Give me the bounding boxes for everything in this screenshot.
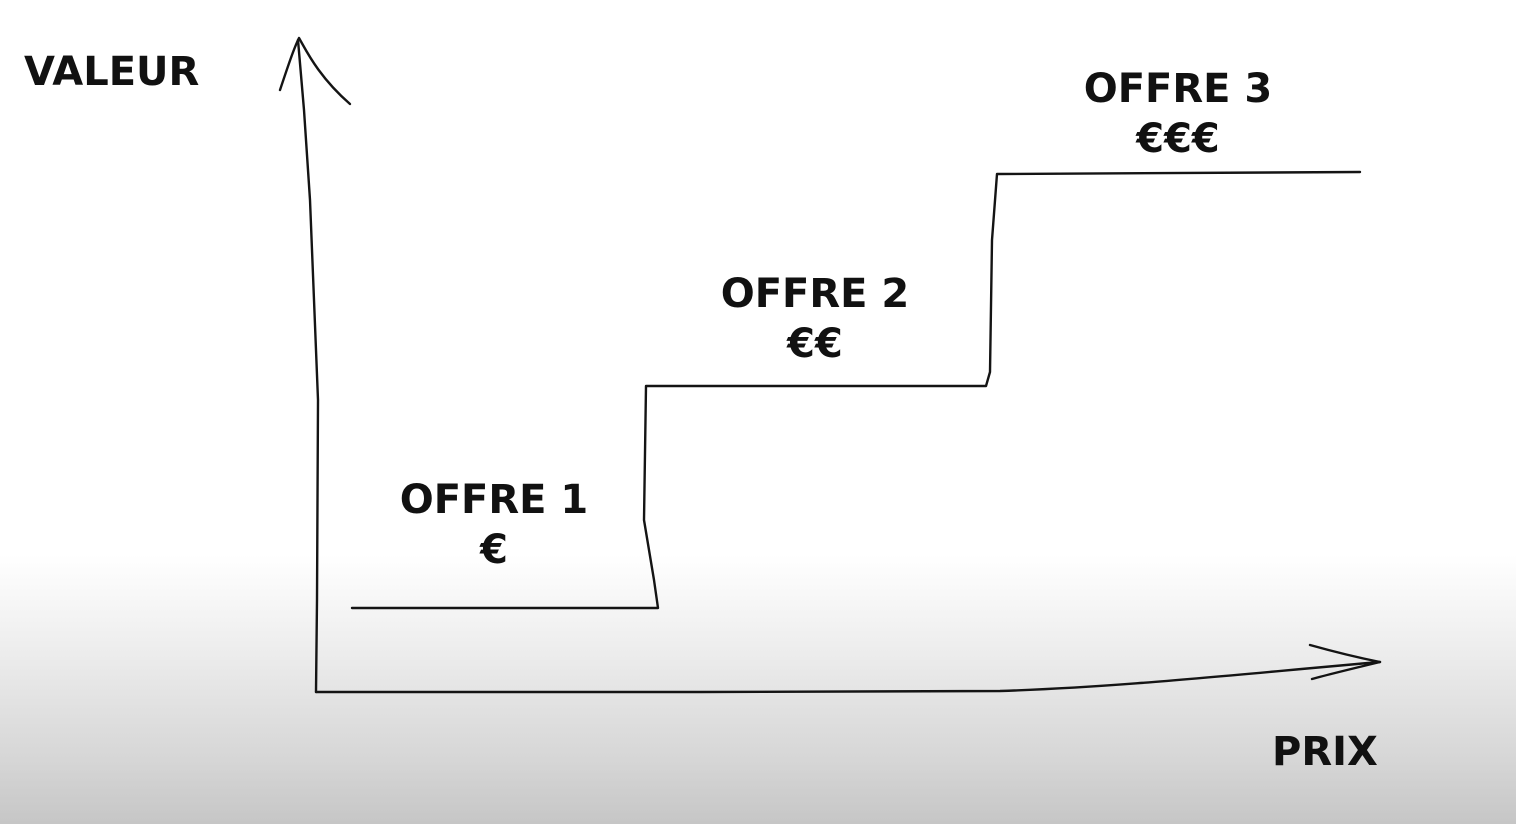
value-staircase-line (350, 170, 1362, 610)
y-axis-line (296, 38, 320, 694)
offer-1-price: € (480, 527, 508, 573)
offer-3-name: OFFRE 3 (1083, 66, 1273, 112)
offer-2-label: OFFRE 2 €€ (685, 274, 945, 364)
offer-1-name: OFFRE 1 (399, 477, 589, 523)
x-axis-label: PRIX (1272, 729, 1378, 775)
y-axis-arrowhead (278, 36, 352, 106)
y-axis-label: VALEUR (24, 49, 200, 95)
offer-2-name: OFFRE 2 (720, 271, 910, 317)
offer-1-label: OFFRE 1 € (364, 480, 624, 570)
offer-2-price: €€ (787, 321, 843, 367)
offer-3-label: OFFRE 3 €€€ (1048, 69, 1308, 159)
offer-3-price: €€€ (1136, 116, 1220, 162)
x-axis-line (314, 660, 1382, 694)
x-axis-arrowhead (1308, 643, 1382, 681)
